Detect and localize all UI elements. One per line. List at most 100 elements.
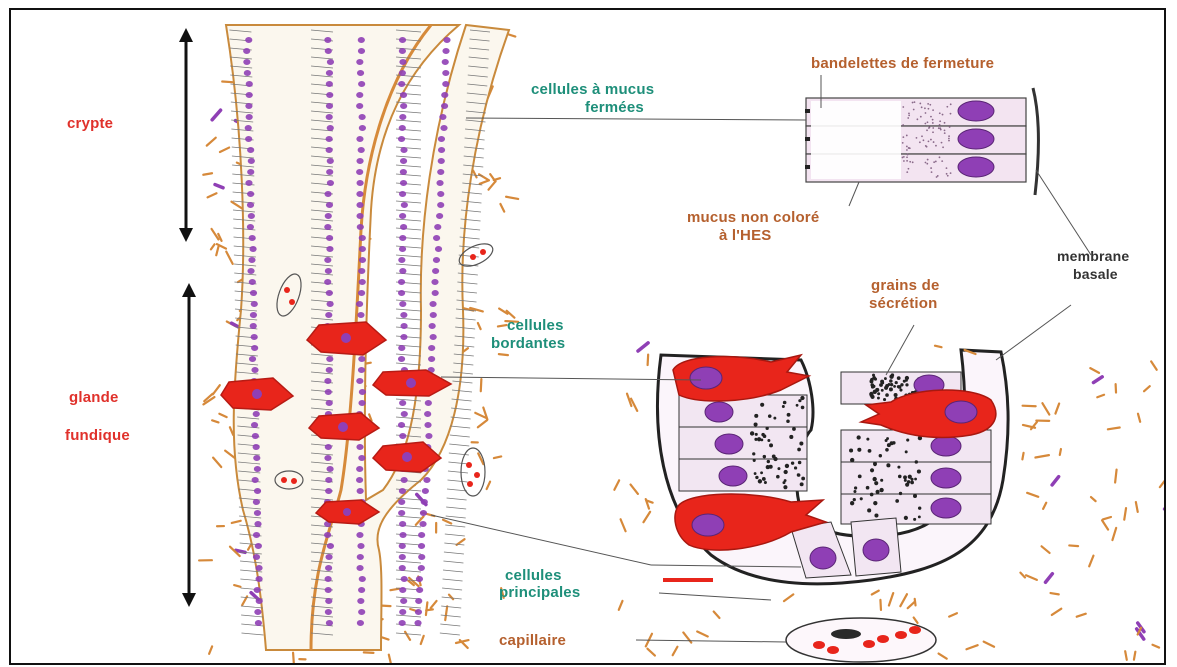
secretion-granule <box>866 486 870 490</box>
nucleus <box>324 279 331 285</box>
nucleus <box>399 433 406 439</box>
nucleus <box>418 543 425 549</box>
nucleus <box>338 422 348 432</box>
nucleus <box>251 301 258 307</box>
basal-membrane <box>1033 88 1039 195</box>
connective-fiber <box>248 544 251 549</box>
nucleus <box>253 554 260 560</box>
red-blood-cell <box>877 635 889 643</box>
cell-border <box>396 264 421 266</box>
secretion-granule <box>913 518 916 521</box>
mucus-granule <box>928 140 930 142</box>
nucleus <box>253 532 260 538</box>
connective-fiber <box>478 323 481 329</box>
secretion-granule <box>798 461 802 465</box>
nucleus <box>324 191 331 197</box>
nucleus <box>356 444 363 450</box>
connective-fiber <box>648 355 649 365</box>
leader-mucus <box>466 118 806 120</box>
connective-fiber <box>1042 403 1049 414</box>
nucleus <box>437 202 444 208</box>
mucus-region <box>811 101 901 179</box>
red-blood-cell <box>467 481 473 487</box>
mucus-granule <box>902 142 904 144</box>
arrow-head <box>182 593 196 607</box>
connective-fiber <box>1115 470 1116 483</box>
nucleus <box>251 334 258 340</box>
connective-fiber <box>1055 404 1059 414</box>
nucleus <box>416 587 423 593</box>
cell-border <box>448 471 468 473</box>
cell-border <box>396 561 421 563</box>
cell-border <box>396 309 421 311</box>
secretion-granule <box>918 515 921 518</box>
nucleus <box>715 434 743 454</box>
connective-fiber <box>222 82 232 83</box>
nucleus <box>399 213 406 219</box>
connective-fiber <box>619 601 623 610</box>
nucleus <box>400 598 407 604</box>
nucleus <box>358 81 365 87</box>
connective-fiber <box>1102 520 1108 529</box>
secretion-granule <box>800 396 804 400</box>
nucleus <box>429 323 436 329</box>
nucleus <box>253 411 260 417</box>
mucus-granule <box>930 139 932 141</box>
cell-border <box>396 183 421 185</box>
nucleus <box>325 444 332 450</box>
cell-border <box>443 570 463 572</box>
red-blood-cell <box>827 646 839 654</box>
nucleus <box>399 587 406 593</box>
secretion-granule <box>890 383 893 386</box>
secretion-granule <box>880 380 884 384</box>
nucleus <box>958 101 994 121</box>
tight-junction <box>805 109 810 113</box>
red-blood-cell <box>863 640 875 648</box>
secretion-granule <box>791 461 794 464</box>
secretion-granule <box>858 475 862 479</box>
nucleus <box>958 157 994 177</box>
red-blood-cell <box>813 641 825 649</box>
diagram-frame: crypte glande fundique cellules à mucus … <box>9 8 1166 665</box>
cell-border <box>396 147 421 149</box>
cell-border <box>396 165 421 167</box>
nucleus <box>945 401 977 423</box>
connective-fiber <box>293 653 294 665</box>
mucus-granule <box>942 114 944 116</box>
fundic-gland-longitudinal <box>221 25 509 650</box>
nucleus <box>863 539 889 561</box>
nucleus <box>255 576 262 582</box>
nucleus <box>357 312 364 318</box>
nucleus <box>357 488 364 494</box>
nucleus <box>245 136 252 142</box>
nucleus <box>326 136 333 142</box>
red-blood-cell <box>289 299 295 305</box>
secretion-granule <box>873 477 877 481</box>
label-basale: basale <box>1073 264 1118 284</box>
nucleus <box>441 92 448 98</box>
secretion-granule <box>904 479 907 482</box>
label-membrane: membrane <box>1057 246 1129 266</box>
mucus-cells-detail <box>805 88 1039 195</box>
red-blood-cell <box>466 462 472 468</box>
leader-mucus-non-colore <box>849 182 859 206</box>
connective-fiber <box>889 593 893 605</box>
mucus-granule <box>950 113 952 115</box>
mucus-granule <box>939 120 941 122</box>
nucleus <box>325 477 332 483</box>
secretion-granule <box>755 433 758 436</box>
connective-fiber <box>1090 368 1099 373</box>
mucus-granule <box>949 126 951 128</box>
cell-border <box>396 300 421 302</box>
nucleus <box>325 598 332 604</box>
connective-fiber <box>631 485 638 494</box>
connective-fiber <box>784 594 793 601</box>
secretion-granule <box>782 481 785 484</box>
cell-border <box>448 480 468 482</box>
connective-fiber <box>1134 652 1135 660</box>
nucleus <box>399 554 406 560</box>
connective-fiber <box>638 343 648 351</box>
secretion-granule <box>794 466 797 469</box>
nucleus <box>399 125 406 131</box>
label-cellules-bordantes: cellules <box>507 316 564 336</box>
